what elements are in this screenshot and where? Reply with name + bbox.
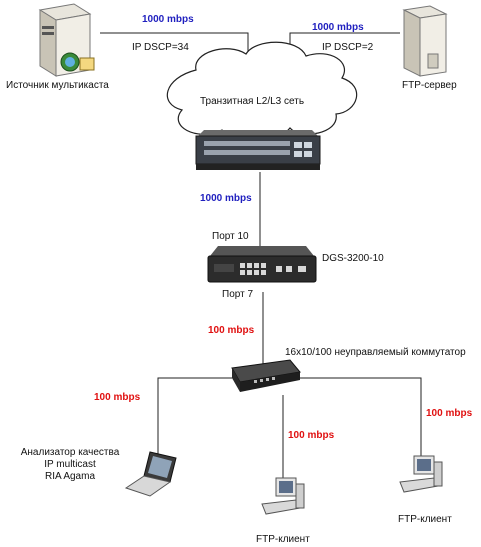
server-link-speed: 1000 mbps [312, 22, 364, 33]
ftp-server-icon [402, 5, 448, 77]
server-dscp: IP DSCP=2 [322, 42, 374, 53]
link-unmanaged-to-analyzer [157, 377, 232, 458]
laptop-icon [124, 451, 177, 497]
ftp-client-1-label: FTP-клиент [256, 534, 310, 545]
unmanaged-switch-icon [231, 359, 301, 392]
ftp-server-label: FTP-сервер [402, 80, 457, 91]
dgs-switch-icon [207, 246, 317, 283]
pc-icon-1 [261, 477, 305, 515]
unmanaged-switch-label: 16x10/100 неуправляемый коммутатор [285, 347, 466, 358]
ftp-client-1-link-speed: 100 mbps [288, 430, 335, 441]
dgs-downlink-speed: 100 mbps [208, 325, 255, 336]
analyzer-label-line2: IP multicast [44, 459, 96, 470]
source-dscp: IP DSCP=34 [132, 42, 189, 53]
dgs-switch-label: DGS-3200-10 [322, 253, 384, 264]
link-unmanaged-to-ftp-client-2 [300, 377, 422, 456]
analyzer-label-line1: Анализатор качества [20, 447, 120, 458]
multicast-source-label: Источник мультикаста [6, 80, 109, 91]
source-link-speed: 1000 mbps [142, 14, 194, 25]
core-switch-icon [195, 130, 321, 170]
cloud-icon [166, 41, 358, 143]
ftp-client-2-label: FTP-клиент [398, 514, 452, 525]
core-uplink-speed: 1000 mbps [200, 193, 252, 204]
multicast-server-icon [38, 3, 95, 77]
port-10-label: Порт 10 [212, 231, 249, 242]
port-7-label: Порт 7 [222, 289, 254, 300]
pc-icon-2 [399, 455, 443, 493]
analyzer-link-speed: 100 mbps [94, 392, 141, 403]
ftp-client-2-link-speed: 100 mbps [426, 408, 473, 419]
analyzer-label-line3: RIA Agama [44, 471, 96, 482]
transit-network-label: Транзитная L2/L3 сеть [200, 96, 305, 107]
